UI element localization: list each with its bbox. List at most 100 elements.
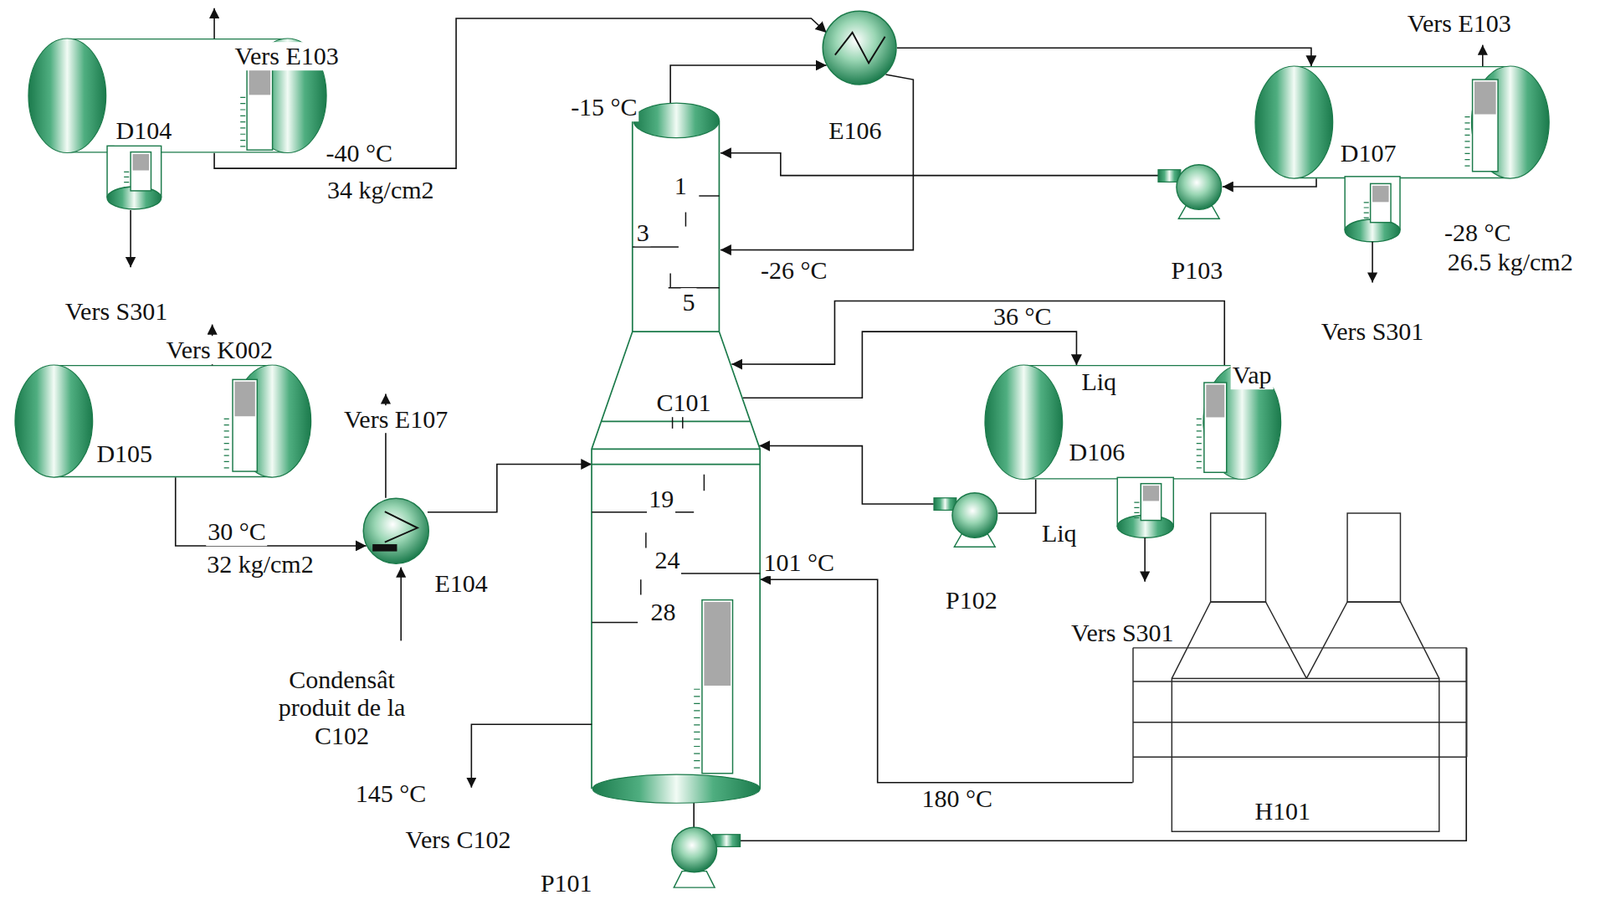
heat-exchanger: E106 [821,10,898,86]
level-gauge [1370,183,1391,222]
equipment-tag: P103 [1169,256,1225,285]
temperature-label: 145 °C [353,779,429,808]
exchanger-shell [822,10,897,85]
equipment-tag: D106 [1066,437,1127,467]
equipment-tag: D105 [94,440,154,469]
destination-label: Vers E103 [233,41,341,71]
process-line [739,647,1467,841]
outlet-arrow [1143,537,1146,581]
gauge-level [133,153,150,170]
pump-base [673,871,715,888]
tray-number: 19 [646,484,676,513]
column-trays [591,195,760,622]
exchanger-shell [363,497,429,564]
process-line [998,479,1036,513]
furnace-body [1171,677,1439,831]
equipment-outline [362,497,430,565]
tray-number: 28 [649,597,678,626]
pump-symbol: P103 [1158,161,1237,220]
level-gauge [702,600,734,774]
tray-tick [669,273,671,288]
drum-head [1255,66,1334,179]
equipment-outline [821,10,898,86]
reflux-drum: D107 [1255,66,1549,179]
process-line [759,579,1133,783]
gauge-ticks [240,97,246,150]
drum-head [1471,66,1549,179]
process-line [897,47,1312,67]
inlet-arrow [400,567,402,642]
tray-tick [671,415,673,429]
equipment-tag: E106 [826,116,883,145]
drum-boot [1344,176,1400,230]
tray-line [698,194,719,196]
level-gauge [1204,382,1227,472]
temperature-label: 30 °C [205,517,268,546]
tray-tick [645,532,647,548]
temperature-label: 101 °C [762,548,837,577]
tray-number: 1 [672,171,689,200]
outlet-arrows [130,8,1483,788]
process-line [175,476,367,546]
temperature-label: -15 °C [569,92,640,122]
equipment-outline [1158,161,1237,220]
outlet-arrow [1482,45,1484,67]
temperature-label: -28 °C [1442,218,1513,247]
furnace: H101 [1133,512,1467,831]
exchanger-coil [384,511,418,543]
pressure-label: 26.5 kg/cm2 [1446,247,1575,277]
process-line [731,301,1225,366]
outlet-arrow [471,723,592,788]
temperature-label: 36 °C [991,302,1054,331]
gauge-level [1143,485,1160,501]
temperature-label: -40 °C [323,138,395,168]
outlet-arrow [1371,241,1374,283]
equipment-tag: E104 [432,569,489,598]
process-line [720,74,913,251]
column-head [592,774,760,803]
process-line [214,18,827,169]
tray-tick [682,415,683,429]
vessel-details [107,56,1498,774]
level-gauge [130,152,151,191]
phase-label: Vap [1230,361,1274,390]
chimney [1347,512,1400,602]
exchanger-nozzle [372,543,397,552]
tray-line [591,511,694,513]
equipment-outline [1133,512,1467,831]
level-gauge [1140,483,1161,521]
pump-casing [671,826,717,872]
equipment-outline [15,364,312,477]
phase-label: Liq [1040,519,1079,549]
drum-head [28,38,107,153]
process-line [692,802,695,827]
equipment-tag: D107 [1338,138,1399,168]
level-gauge [232,379,257,472]
exchanger-coil [834,32,885,64]
process-line [427,464,592,513]
pump-symbol: P101 [658,825,741,890]
gauge-level [1372,185,1390,202]
tray-number: 3 [635,218,652,247]
equipment-tag: P101 [538,869,595,898]
chimney [1210,512,1266,602]
equipment-outline [658,825,741,890]
tube-bank [1133,647,1467,783]
destination-label: Vers S301 [63,297,170,326]
tray-tick [640,579,642,595]
column-head [633,102,719,138]
drum-head [984,364,1063,479]
destination-label: Vers C102 [404,825,513,854]
drum-head [15,364,93,477]
stack-hood [1171,601,1439,678]
gauge-ticks [123,171,129,192]
destination-label: Vers E103 [1405,9,1513,38]
pump-symbol: P102 [933,489,1013,548]
equipment-tag: D104 [114,116,175,145]
process-line [670,65,827,103]
process-line [720,153,1159,176]
equipment-outline [933,489,1013,548]
gauge-level [1474,81,1497,114]
